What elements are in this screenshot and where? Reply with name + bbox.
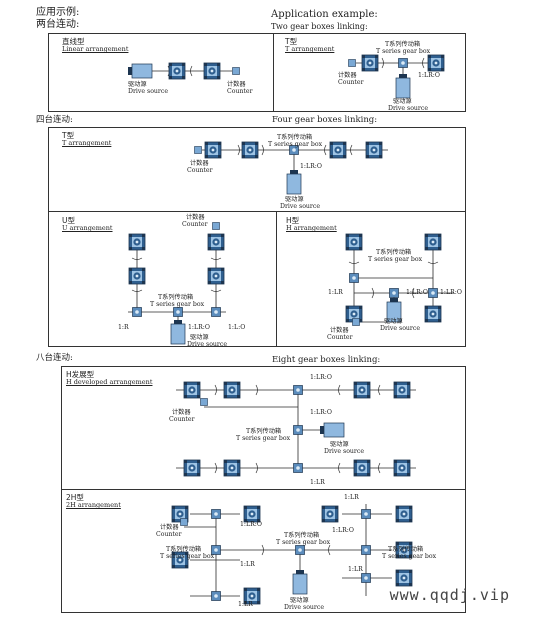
u-counter-en: Counter bbox=[182, 221, 208, 228]
u-ratio-lro: 1:LR:O bbox=[188, 324, 210, 331]
h2-drive-cn: 驱动源 bbox=[290, 597, 309, 604]
four-t-counter-cn: 计数器 bbox=[190, 160, 209, 167]
hdev-drive-cn: 驱动源 bbox=[330, 441, 349, 448]
h2-counter-cn: 计数器 bbox=[160, 524, 179, 531]
h-counter-cn: 计数器 bbox=[330, 327, 349, 334]
two-t-counter-en: Counter bbox=[338, 79, 364, 86]
hdev-drive-en: Drive source bbox=[324, 448, 364, 455]
four-en-header: Four gear boxes linking: bbox=[272, 115, 378, 125]
h2-ratio-lr-right: 1:LR bbox=[348, 566, 363, 573]
h-subtitle: H arrangement bbox=[286, 224, 337, 232]
four-t-counter-en: Counter bbox=[187, 167, 213, 174]
linear-counter-label-cn: 计数器 bbox=[227, 81, 246, 88]
hdev-counter-en: Counter bbox=[169, 416, 195, 423]
linear-subtitle: Linear arrangement bbox=[62, 45, 129, 53]
hdev-ratio-mid: 1:LR:O bbox=[310, 409, 332, 416]
h2-subtitle: 2H arrangement bbox=[66, 501, 121, 509]
eight-en-header: Eight gear boxes linking: bbox=[272, 355, 381, 365]
u-series-en: T series gear box bbox=[150, 301, 205, 308]
hdev-series-cn: T系列传动箱 bbox=[246, 428, 282, 435]
u-subtitle: U arrangement bbox=[62, 224, 113, 232]
u-drive-en: Drive source bbox=[187, 341, 227, 348]
h2-series-mid-cn: T系列传动箱 bbox=[284, 532, 320, 539]
h-ratio-lro-a: 1:LR:O bbox=[406, 289, 428, 296]
h-ratio-lr: 1:LR bbox=[328, 289, 343, 296]
two-t-title: T型 bbox=[285, 37, 298, 46]
panel-two-t bbox=[273, 33, 466, 112]
linear-drive-label-en: Drive source bbox=[128, 88, 168, 95]
eight-cn-header: 八台连动: bbox=[36, 353, 73, 363]
cn-title: 应用示例: bbox=[36, 7, 80, 18]
hdev-ratio-bot: 1:LR bbox=[310, 479, 325, 486]
h2-ratio-lro-a: 1:LR:O bbox=[240, 521, 262, 528]
watermark: www.qqdj.vip bbox=[389, 586, 510, 604]
two-t-ratio: 1:LR:O bbox=[418, 72, 440, 79]
two-t-series-en: T series gear box bbox=[376, 48, 431, 55]
h2-series-mid-en: T series gear box bbox=[276, 539, 331, 546]
u-series-cn: T系列传动箱 bbox=[158, 294, 194, 301]
four-t-ratio: 1:LR:O bbox=[300, 163, 322, 170]
two-t-drive-cn: 驱动源 bbox=[393, 98, 412, 105]
h2-title: 2H型 bbox=[66, 493, 84, 502]
four-t-subtitle: T arrangement bbox=[62, 139, 112, 147]
h2-ratio-lro-b: 1:LR:O bbox=[332, 527, 354, 534]
h2-ratio-lr-mid: 1:LR bbox=[240, 561, 255, 568]
linear-title: 直线型 bbox=[62, 37, 85, 46]
hdev-ratio-top: 1:LR:O bbox=[310, 374, 332, 381]
panel-2h bbox=[61, 489, 466, 613]
h2-series-left-cn: T系列传动箱 bbox=[166, 546, 202, 553]
four-t-series-en: T series gear box bbox=[268, 141, 323, 148]
u-drive-cn: 驱动源 bbox=[190, 334, 209, 341]
four-t-title: T型 bbox=[62, 131, 75, 140]
h-counter-en: Counter bbox=[327, 334, 353, 341]
two-t-counter-cn: 计数器 bbox=[338, 72, 357, 79]
u-counter-cn: 计数器 bbox=[186, 214, 205, 221]
panel-h bbox=[276, 211, 466, 347]
h2-series-right-en: T series gear box bbox=[382, 553, 437, 560]
h-series-cn: T系列传动箱 bbox=[376, 249, 412, 256]
linear-counter-label-en: Counter bbox=[227, 88, 253, 95]
h-title: H型 bbox=[286, 216, 300, 225]
four-t-drive-en: Drive source bbox=[280, 203, 320, 210]
four-t-drive-cn: 驱动源 bbox=[285, 196, 304, 203]
cn-subtitle: 两台连动: bbox=[36, 19, 80, 30]
h2-ratio-lr-bot: 1:LR bbox=[238, 601, 253, 608]
en-title: Application example: bbox=[271, 9, 378, 20]
h-drive-cn: 驱动源 bbox=[384, 318, 403, 325]
en-subtitle: Two gear boxes linking: bbox=[271, 22, 368, 31]
h2-series-left-en: T series gear box bbox=[160, 553, 215, 560]
h-drive-en: Drive source bbox=[380, 325, 420, 332]
two-t-drive-en: Drive source bbox=[388, 105, 428, 112]
h2-ratio-top: 1:LR bbox=[344, 494, 359, 501]
hdev-series-en: T series gear box bbox=[236, 435, 291, 442]
hdev-title: H发展型 bbox=[66, 370, 95, 379]
hdev-subtitle: H developed arrangement bbox=[66, 378, 153, 386]
four-t-series-cn: T系列传动箱 bbox=[277, 134, 313, 141]
linear-drive-label-cn: 驱动源 bbox=[128, 81, 147, 88]
two-t-subtitle: T arrangement bbox=[285, 45, 335, 53]
h2-series-right-cn: T系列传动箱 bbox=[388, 546, 424, 553]
u-ratio-lo: 1:L:O bbox=[228, 324, 246, 331]
h2-drive-en: Drive source bbox=[284, 604, 324, 611]
h2-counter-en: Counter bbox=[156, 531, 182, 538]
four-cn-header: 四台连动: bbox=[36, 115, 73, 125]
h-ratio-lro-b: 1:LR:O bbox=[440, 289, 462, 296]
u-ratio-r: 1:R bbox=[118, 324, 129, 331]
two-t-series-cn: T系列传动箱 bbox=[385, 41, 421, 48]
hdev-counter-cn: 计数器 bbox=[172, 409, 191, 416]
u-title: U型 bbox=[62, 216, 75, 225]
h-series-en: T series gear box bbox=[368, 256, 423, 263]
